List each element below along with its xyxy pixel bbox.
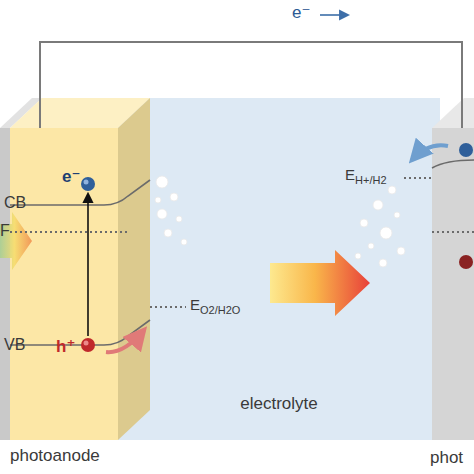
edge-label: e⁻ [292,2,310,23]
contact-top-face [0,98,42,128]
photocathode-block: phot [432,128,474,440]
symbol-subscript: O2/H2O [200,304,240,316]
band-label: EH+/H2 [345,166,387,183]
node-label: photoanode [10,446,100,466]
symbol-letter: E [345,166,355,183]
band-label: CB [4,194,26,212]
band-label: F [0,222,10,240]
symbol-subscript: H+/H2 [355,174,387,186]
band-label: VB [4,336,25,354]
electrolyte-region: electrolyte [118,98,440,440]
electron-flow-arrow [320,14,348,16]
contact-layer [0,128,10,440]
band-label: e⁻ [62,166,80,187]
node-label: phot [430,448,463,468]
symbol-letter: E [190,296,200,313]
band-label: EO2/H2O [190,296,240,313]
band-label: h⁺ [56,336,75,357]
node-label: electrolyte [118,394,440,414]
